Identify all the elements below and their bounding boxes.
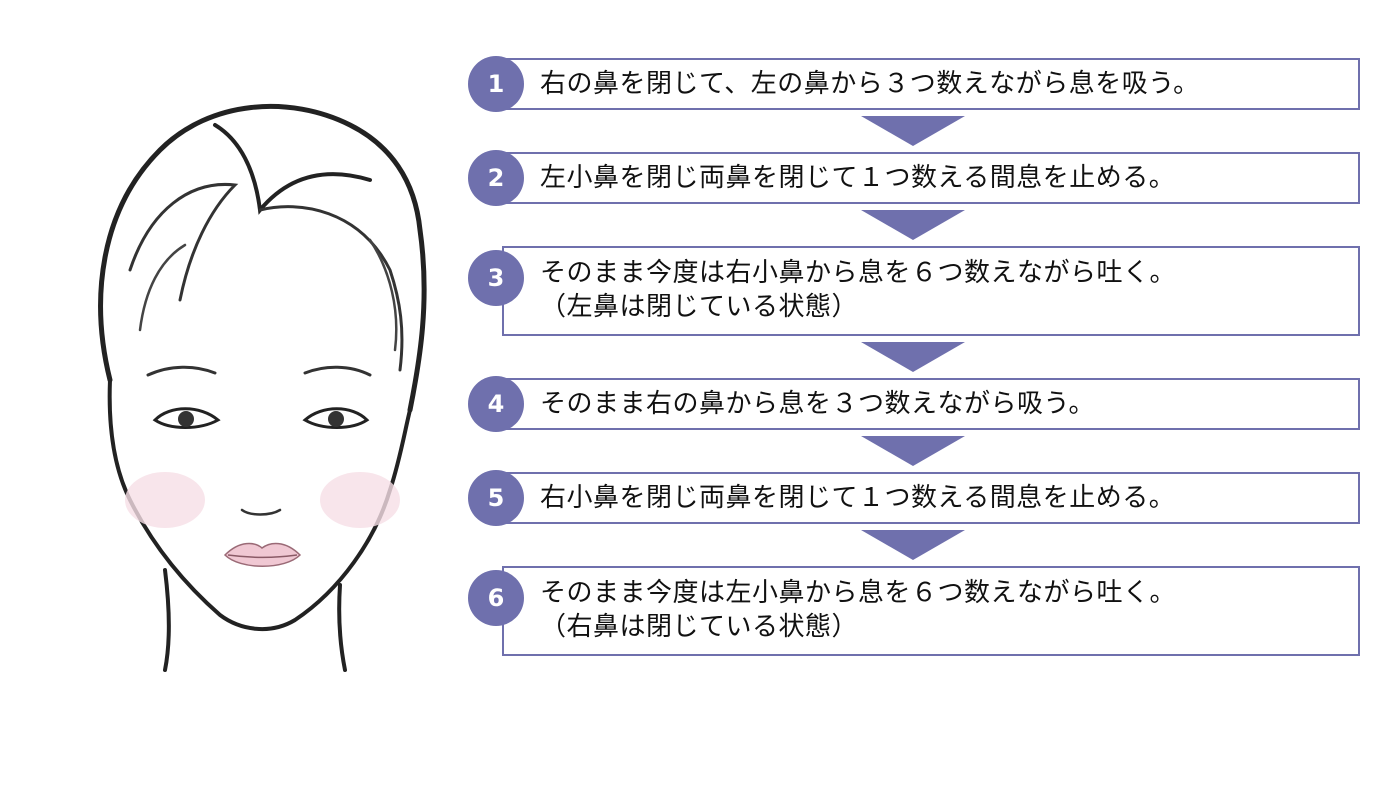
- down-arrow-icon: [861, 116, 965, 146]
- step-note: （左鼻は閉じている状態）: [540, 292, 859, 322]
- face-illustration: [98, 103, 427, 672]
- step-4: 4 そのまま右の鼻から息を３つ数えながら吸う。: [468, 376, 1360, 432]
- step-number-badge: 6: [468, 570, 524, 626]
- step-number-badge: 4: [468, 376, 524, 432]
- pupil-right: [328, 411, 344, 427]
- hair-strand: [128, 182, 239, 302]
- lips: [223, 542, 302, 567]
- step-number-badge: 2: [468, 150, 524, 206]
- down-arrow-icon: [861, 530, 965, 560]
- step-text: そのまま右の鼻から息を３つ数えながら吸う。: [540, 389, 1095, 419]
- hair-strand: [138, 243, 187, 332]
- step-text: そのまま今度は左小鼻から息を６つ数えながら吐く。: [540, 578, 1177, 608]
- step-number-badge: 5: [468, 470, 524, 526]
- hair-outline: [98, 103, 427, 413]
- hair-strand: [368, 238, 398, 352]
- hair-part: [213, 123, 372, 215]
- steps-list: 1 右の鼻を閉じて、左の鼻から３つ数えながら息を吸う。 2 左小鼻を閉じ両鼻を閉…: [468, 56, 1360, 656]
- lips-line: [227, 554, 298, 558]
- step-text: 右の鼻を閉じて、左の鼻から３つ数えながら息を吸う。: [540, 69, 1200, 99]
- eyebrow-right: [303, 365, 372, 377]
- eyebrow-left: [146, 365, 217, 377]
- step-1: 1 右の鼻を閉じて、左の鼻から３つ数えながら息を吸う。: [468, 56, 1360, 112]
- step-2: 2 左小鼻を閉じ両鼻を閉じて１つ数える間息を止める。: [468, 150, 1360, 206]
- step-text: 左小鼻を閉じ両鼻を閉じて１つ数える間息を止める。: [540, 163, 1176, 193]
- down-arrow-icon: [861, 210, 965, 240]
- hair-strand: [258, 205, 404, 372]
- step-6: 6 そのまま今度は左小鼻から息を６つ数えながら吐く。 （右鼻は閉じている状態）: [468, 566, 1360, 656]
- cheek-left: [125, 472, 205, 528]
- down-arrow-icon: [861, 436, 965, 466]
- cheek-right: [320, 472, 400, 528]
- down-arrow-icon: [861, 342, 965, 372]
- step-number-badge: 3: [468, 250, 524, 306]
- step-number-badge: 1: [468, 56, 524, 112]
- step-text: 右小鼻を閉じ両鼻を閉じて１つ数える間息を止める。: [540, 483, 1176, 513]
- nose: [240, 508, 282, 516]
- neck-left: [163, 568, 171, 672]
- step-5: 5 右小鼻を閉じ両鼻を閉じて１つ数える間息を止める。: [468, 470, 1360, 526]
- step-3: 3 そのまま今度は右小鼻から息を６つ数えながら吐く。 （左鼻は閉じている状態）: [468, 246, 1360, 336]
- step-note: （右鼻は閉じている状態）: [540, 612, 859, 642]
- neck-right: [337, 583, 347, 672]
- step-text: そのまま今度は右小鼻から息を６つ数えながら吐く。: [540, 258, 1177, 288]
- pupil-left: [178, 411, 194, 427]
